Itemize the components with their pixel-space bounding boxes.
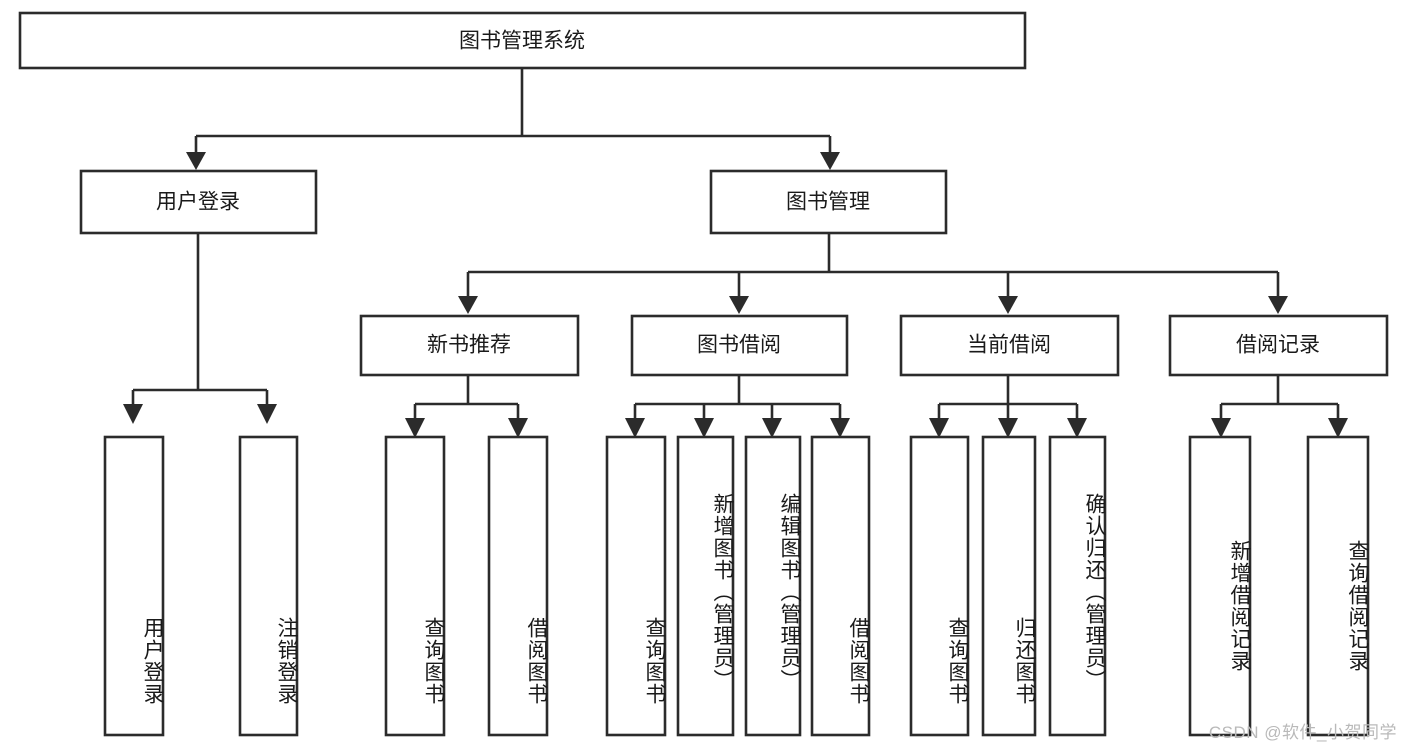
arrow-head-icon [625,418,645,438]
leaf-box[interactable] [909,435,970,737]
arrow-head-icon [998,418,1018,438]
arrow-heads [123,152,1348,438]
leaf-box[interactable] [605,435,667,737]
node-new-book-recommend[interactable] [359,314,580,377]
arrow-head-icon [762,418,782,438]
node-borrow-record-label: 借阅记录 [1236,334,1320,357]
node-root[interactable] [18,11,1027,70]
arrow-head-icon [405,418,425,438]
node-boxes [18,11,1389,737]
arrow-head-icon [929,418,949,438]
arrow-head-icon [830,418,850,438]
node-borrow-record[interactable] [1168,314,1389,377]
arrow-head-icon [820,152,840,170]
arrow-head-icon [186,152,206,170]
node-labels: 图书管理系统 用户登录 图书管理 新书推荐 图书借阅 当前借阅 借阅记录 [156,30,1320,357]
leaf-box[interactable] [238,435,299,737]
node-current-borrow[interactable] [899,314,1120,377]
arrow-head-icon [508,418,528,438]
node-user-login[interactable] [79,169,318,235]
leaf-box[interactable] [676,435,735,737]
node-book-manage-label: 图书管理 [786,191,870,214]
arrow-head-icon [729,296,749,314]
leaf-box[interactable] [103,435,165,737]
leaf-box[interactable] [981,435,1037,737]
leaf-box[interactable] [384,435,446,737]
watermark: CSDN @软件_小贺同学 [1208,723,1397,742]
arrow-head-icon [998,296,1018,314]
node-new-book-recommend-label: 新书推荐 [427,334,511,357]
arrow-head-icon [1268,296,1288,314]
node-book-borrow-label: 图书借阅 [697,334,781,357]
leaf-box[interactable] [744,435,802,737]
arrow-head-icon [123,404,143,424]
arrow-head-icon [1067,418,1087,438]
leaf-box[interactable] [1048,435,1107,737]
node-book-borrow[interactable] [630,314,849,377]
arrow-head-icon [1328,418,1348,438]
arrow-head-icon [458,296,478,314]
arrow-head-icon [694,418,714,438]
node-user-login-label: 用户登录 [156,191,240,214]
node-book-manage[interactable] [709,169,948,235]
leaf-box[interactable] [810,435,871,737]
node-current-borrow-label: 当前借阅 [967,334,1051,357]
leaf-box[interactable] [487,435,549,737]
node-root-label: 图书管理系统 [459,30,585,53]
arrow-head-icon [1211,418,1231,438]
arrow-head-icon [257,404,277,424]
leaf-box[interactable] [1306,435,1370,737]
connectors [131,68,1340,418]
leaf-box[interactable] [1188,435,1252,737]
